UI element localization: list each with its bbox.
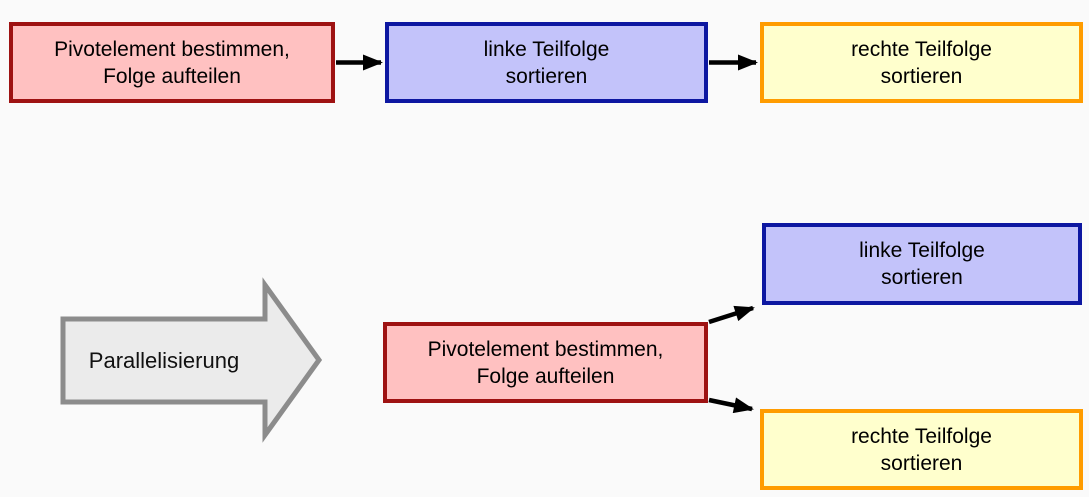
node-text-line: Pivotelement bestimmen, [54,37,290,61]
parallelisierung-label: Parallelisierung [88,347,240,373]
node-par-pivot: Pivotelement bestimmen, Folge aufteilen [383,322,708,403]
node-text-line: sortieren [881,266,963,289]
node-par-left-subsequence: linke Teilfolge sortieren [762,223,1082,305]
node-text-line: Folge aufteilen [476,364,615,388]
node-text-line: sortieren [880,64,963,88]
node-text-line: Folge aufteilen [103,64,241,88]
node-text-line: linke Teilfolge [483,37,610,61]
arrow-par-pivot-to-left [708,305,755,325]
node-text-line: Pivotelement bestimmen, [427,337,664,361]
arrow-par-pivot-to-right [708,397,754,414]
node-text-line: linke Teilfolge [859,239,985,262]
node-text-line: rechte Teilfolge [851,37,992,61]
node-seq-left-subsequence: linke Teilfolge sortieren [385,22,708,103]
node-seq-pivot: Pivotelement bestimmen, Folge aufteilen [9,22,335,103]
node-text-line: rechte Teilfolge [851,424,992,448]
node-seq-right-subsequence: rechte Teilfolge sortieren [760,22,1083,103]
node-par-right-subsequence: rechte Teilfolge sortieren [760,409,1083,490]
node-text-line: sortieren [880,451,963,475]
node-text-line: sortieren [505,64,588,88]
